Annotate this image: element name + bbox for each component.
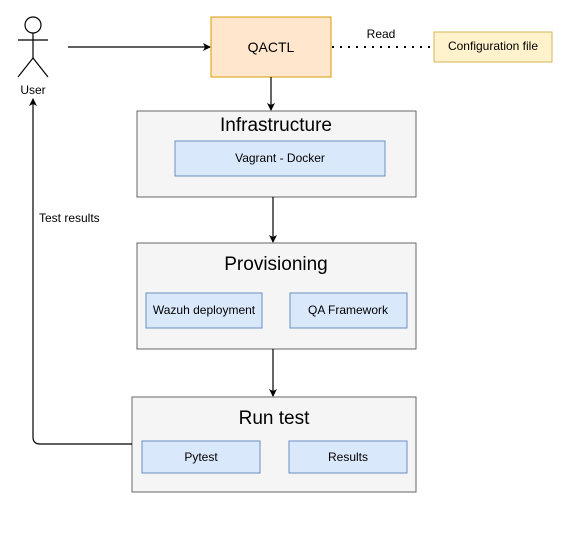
qactl-label: QACTL bbox=[248, 39, 295, 55]
infrastructure-title: Infrastructure bbox=[220, 115, 332, 136]
config-file-label: Configuration file bbox=[448, 39, 538, 53]
provisioning-title: Provisioning bbox=[224, 254, 328, 275]
results-box bbox=[288, 440, 408, 474]
wazuh-deployment-label: Wazuh deployment bbox=[153, 303, 256, 317]
vagrant-docker-label: Vagrant - Docker bbox=[235, 151, 325, 165]
qactl-box bbox=[210, 16, 332, 78]
user-left-leg bbox=[17, 57, 34, 78]
run-test-container: Run test Pytest Results bbox=[131, 396, 417, 493]
config-file-box bbox=[433, 31, 553, 63]
qa-framework-label: QA Framework bbox=[308, 303, 389, 317]
provisioning-container: Provisioning Wazuh deployment QA Framewo… bbox=[136, 242, 417, 350]
wazuh-deployment-box bbox=[145, 292, 263, 329]
config-file-node: Configuration file bbox=[433, 31, 553, 63]
infrastructure-container: Infrastructure Vagrant - Docker bbox=[136, 110, 417, 198]
qa-framework-box bbox=[289, 292, 408, 329]
results-label: Results bbox=[328, 450, 368, 464]
qactl-node: QACTL bbox=[210, 16, 332, 78]
user-label: User bbox=[20, 83, 45, 97]
user-head bbox=[24, 16, 42, 34]
user-right-leg bbox=[32, 57, 49, 78]
vagrant-docker-box bbox=[174, 140, 386, 177]
read-edge-label: Read bbox=[367, 27, 396, 41]
pytest-label: Pytest bbox=[184, 450, 218, 464]
pytest-box bbox=[141, 440, 261, 474]
test-results-edge-label: Test results bbox=[39, 211, 100, 225]
user-actor: User bbox=[17, 16, 49, 97]
edge-run-test-to-user bbox=[29, 98, 132, 445]
run-test-title: Run test bbox=[239, 408, 310, 429]
